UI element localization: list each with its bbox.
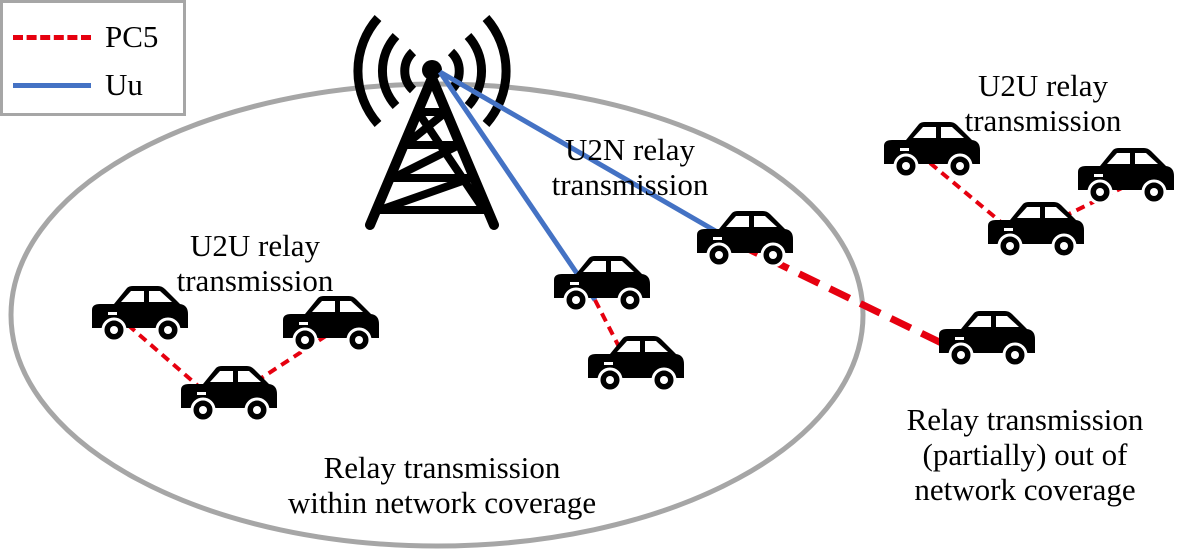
car-icon: [695, 209, 795, 268]
uu-link-tower-to-car: [438, 69, 740, 247]
legend-label-uu: Uu: [105, 67, 143, 102]
label-out-of-coverage: Relay transmission (partially) out of ne…: [906, 402, 1144, 507]
label-within-coverage: Relay transmission within network covera…: [287, 450, 597, 520]
legend-item-uu: Uu: [13, 65, 143, 105]
car-icon: [986, 200, 1086, 259]
car-icon: [281, 294, 381, 353]
uu-line-swatch: [13, 82, 91, 88]
car-icon: [937, 309, 1037, 368]
legend-item-pc5: PC5: [13, 17, 158, 57]
label-u2u-left: U2U relay transmission: [176, 228, 334, 298]
car-icon: [586, 334, 686, 393]
legend: PC5 Uu: [0, 0, 186, 116]
car-icon: [179, 364, 279, 423]
car-icon: [1076, 146, 1176, 205]
uu-link-tower-to-car: [437, 70, 598, 302]
label-u2n: U2N relay transmission: [551, 132, 709, 202]
pc5-link-u2u-right: [928, 161, 1129, 241]
legend-label-pc5: PC5: [105, 19, 159, 54]
base-station-tower-icon: [353, 15, 511, 230]
pc5-line-swatch: [13, 34, 91, 40]
label-u2u-right: U2U relay transmission: [964, 68, 1122, 138]
